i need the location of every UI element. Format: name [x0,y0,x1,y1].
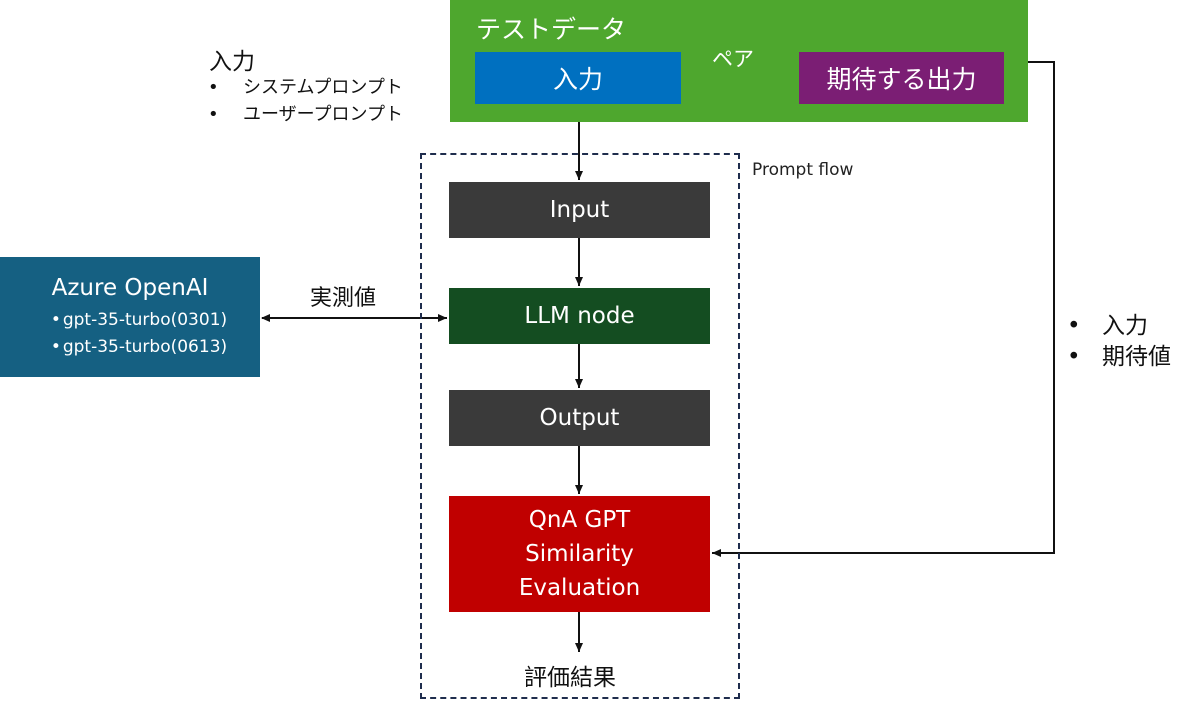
pair-label: ペア [712,47,754,71]
list-item: ユーザープロンプト [208,101,403,128]
left-input-title: 入力 [209,49,255,75]
test-input-box: 入力 [475,52,681,104]
list-item: gpt-35-turbo(0301) [33,307,227,334]
evaluation-result-label: 評価結果 [524,665,616,691]
measured-value-label: 実測値 [310,286,377,311]
expected-output-box: 期待する出力 [799,52,1004,104]
right-list: 入力 期待値 [1067,311,1171,373]
prompt-flow-label: Prompt flow [752,160,854,180]
left-input-item: ユーザープロンプト [243,104,404,125]
list-item: システムプロンプト [208,74,403,101]
right-list-item: 入力 [1102,313,1148,339]
right-list-item: 期待値 [1102,344,1171,370]
azure-model: gpt-35-turbo(0613) [62,337,228,357]
evaluation-node: QnA GPT Similarity Evaluation [449,496,710,612]
list-item: 期待値 [1067,342,1171,373]
evaluation-line: QnA GPT [528,507,631,533]
prompt-flow-container [420,153,740,699]
llm-node: LLM node [449,288,710,344]
azure-model-list: gpt-35-turbo(0301) gpt-35-turbo(0613) [33,307,227,361]
output-node: Output [449,390,710,446]
list-item: gpt-35-turbo(0613) [33,334,227,361]
test-data-title: テストデータ [476,15,627,44]
left-input-item: システムプロンプト [243,77,403,98]
azure-openai-box: Azure OpenAI gpt-35-turbo(0301) gpt-35-t… [0,257,260,377]
evaluation-line: Evaluation [518,575,641,601]
azure-model: gpt-35-turbo(0301) [62,310,228,330]
azure-title: Azure OpenAI [51,275,209,301]
evaluation-line: Similarity [525,541,634,567]
input-node: Input [449,182,710,238]
left-input-list: システムプロンプト ユーザープロンプト [208,74,403,128]
arrow-expected-to-eval [712,61,1055,557]
list-item: 入力 [1067,311,1171,342]
